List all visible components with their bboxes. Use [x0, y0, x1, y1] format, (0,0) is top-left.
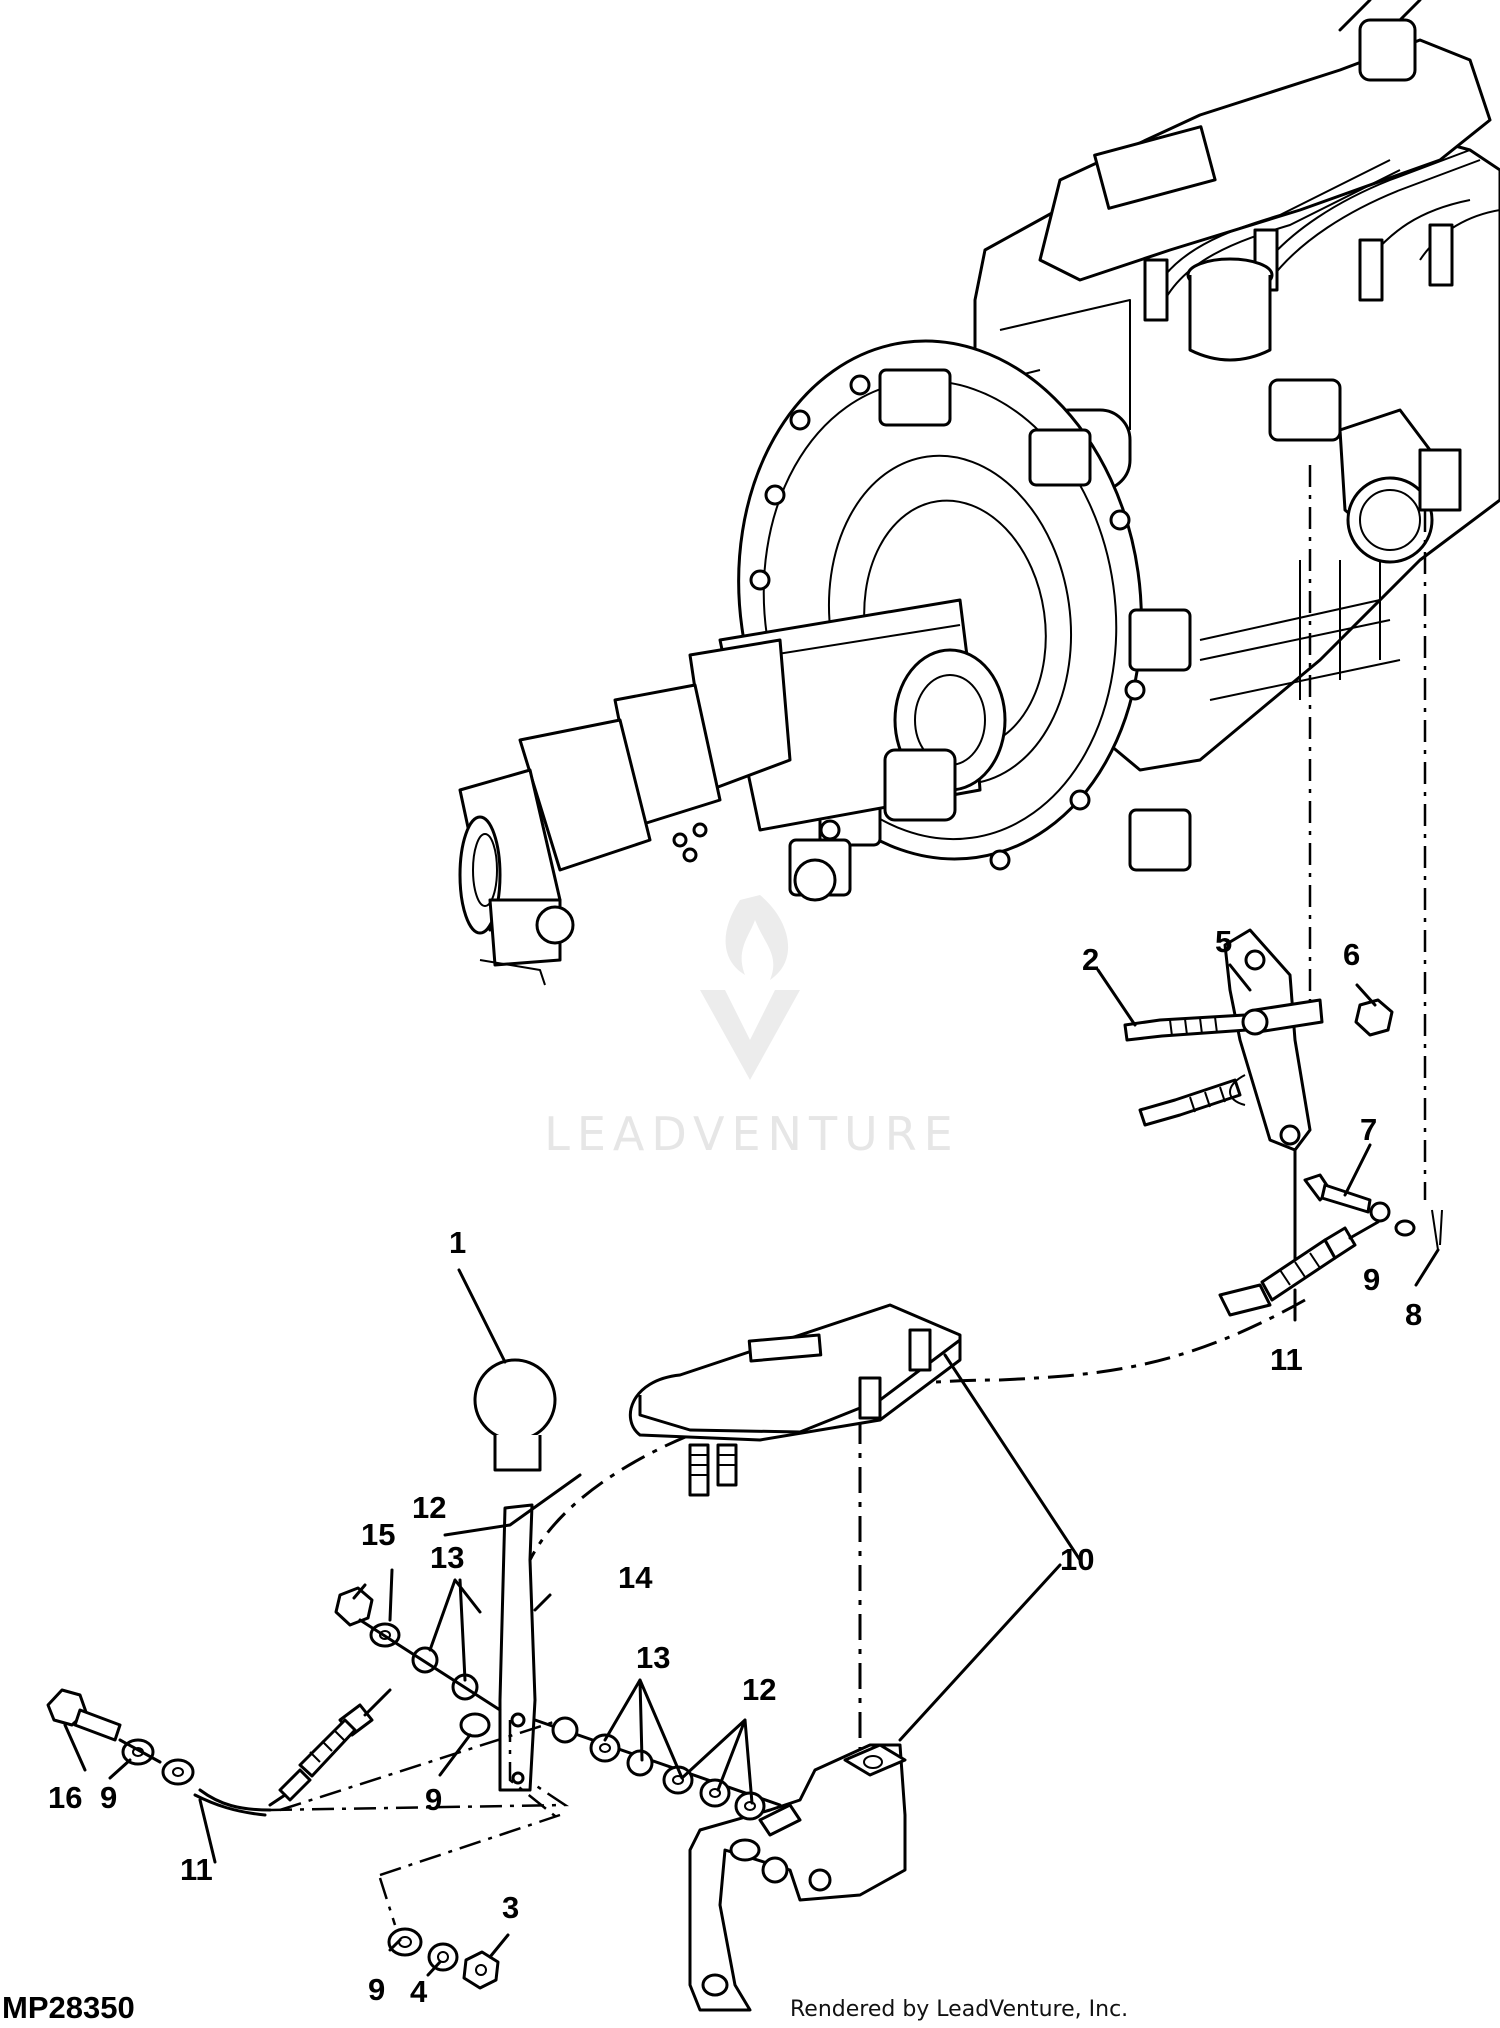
hand-throttle-assembly	[46, 1358, 782, 1990]
callout-14: 14	[618, 1560, 653, 1595]
figure-id: MP28350	[2, 1990, 135, 2025]
leader-lines	[63, 963, 1440, 1977]
callout-12-lower: 12	[742, 1672, 776, 1707]
callout-7: 7	[1360, 1112, 1377, 1147]
callout-2: 2	[1082, 942, 1099, 977]
callout-9-engine: 9	[1363, 1262, 1380, 1297]
callout-16: 16	[48, 1780, 82, 1815]
callout-11-engine: 11	[1270, 1342, 1303, 1377]
callout-10: 10	[1060, 1542, 1094, 1577]
watermark-text: LEADVENTURE	[544, 1107, 960, 1161]
callout-9-left: 9	[100, 1780, 117, 1815]
callout-1: 1	[449, 1225, 466, 1260]
engine-linkage	[1123, 928, 1443, 1317]
callout-9-bottom: 9	[368, 1972, 385, 2007]
callout-11-lever: 11	[180, 1852, 213, 1887]
callout-3: 3	[502, 1890, 519, 1925]
foot-pedal-assembly	[629, 1303, 962, 2012]
callout-labels: 1 2 3 4 5 6 7 8 9 9 9 9 10 11 11 12 12 1…	[48, 924, 1422, 2009]
callout-13-upper: 13	[430, 1540, 464, 1575]
callout-8: 8	[1405, 1297, 1422, 1332]
callout-4: 4	[410, 1974, 428, 2009]
callout-13-lower: 13	[636, 1640, 670, 1675]
callout-9-lever: 9	[425, 1782, 442, 1817]
engine-assembly	[458, 0, 1500, 986]
callout-15: 15	[361, 1517, 395, 1552]
callout-5: 5	[1215, 924, 1232, 959]
flame-v-logo-icon	[700, 895, 800, 1080]
render-credit: Rendered by LeadVenture, Inc.	[790, 1997, 1128, 2022]
leadventure-watermark: LEADVENTURE	[544, 895, 960, 1161]
callout-6: 6	[1343, 937, 1360, 972]
callout-12-upper: 12	[412, 1490, 446, 1525]
